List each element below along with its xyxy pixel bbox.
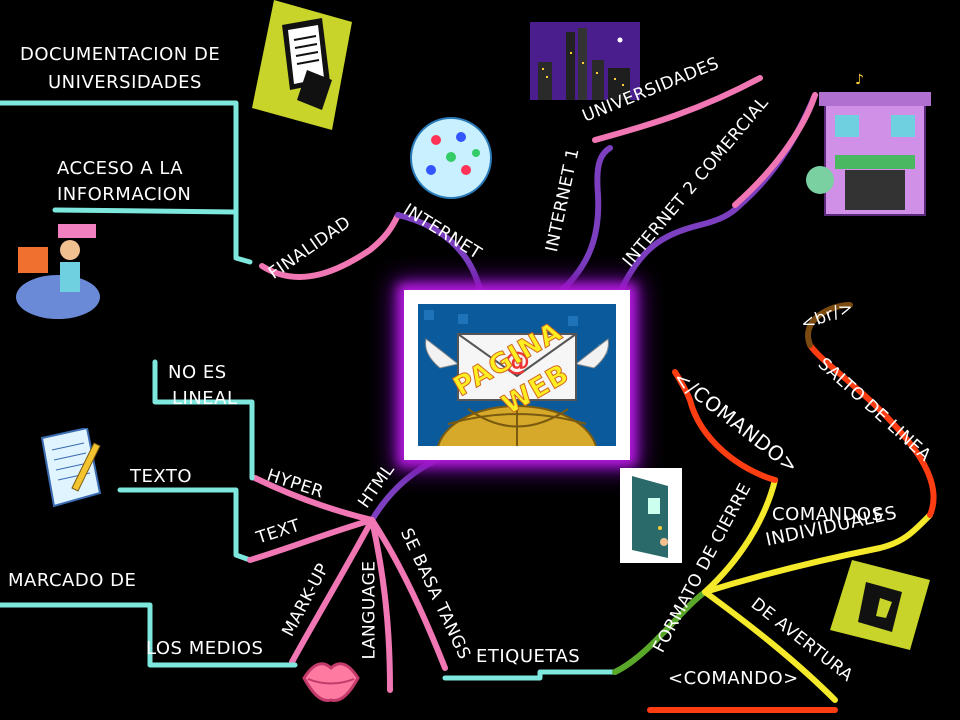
label-acceso-2: INFORMACION [57,184,192,205]
closed-door-clipart [830,560,930,650]
line-finalidad [259,212,401,280]
student-computer-clipart [16,224,100,319]
line-apertura [702,589,838,703]
line-comandos [702,512,933,595]
line-etiquetas [442,669,618,681]
label-los-medios: LOS MEDIOS [146,638,264,659]
lips-clipart [302,662,360,703]
center-web-page-image: @ PAGINA WEB [404,290,630,460]
globe-people-clipart [410,117,492,199]
line-sebasa [369,517,448,671]
label-documentacion-2: UNIVERSIDADES [48,72,202,93]
line-salto [807,342,937,518]
label-comandos-1: COMANDOS [772,504,884,525]
line-br [805,302,853,348]
line-language [369,517,393,693]
line-texto [117,487,253,563]
line-internet2-pink [732,92,818,208]
line-universidades [592,75,763,143]
documents-clipart [252,0,352,130]
city-skyline-clipart [530,22,640,100]
line-hyper [252,475,375,523]
label-noes-1: NO ES [168,362,227,383]
label-acceso-1: ACCESO A LA [57,158,184,179]
notepad-pencil-clipart [40,428,102,508]
label-etiquetas: ETIQUETAS [476,646,581,667]
line-formato [612,589,708,675]
label-apertura-cmd: <COMANDO> [668,668,799,689]
envelope-globe-icon: @ [418,304,616,446]
open-door-clipart [620,468,682,563]
line-noes [152,359,255,481]
line-marcado [0,602,298,668]
line-cierre [672,369,778,483]
line-markup [289,517,375,665]
label-texto: TEXTO [130,466,193,487]
label-marcado: MARCADO DE [8,570,137,591]
line-acceso [52,207,239,215]
label-language: LANGUAGE [359,560,380,660]
label-noes-2: LINEAL [172,388,238,409]
svg-text:@: @ [504,347,530,377]
line-text [247,517,375,563]
line-formato-yellow [702,477,778,595]
label-documentacion-1: DOCUMENTACION DE [20,44,221,65]
line-internet1 [557,145,613,295]
svg-text:♪: ♪ [855,72,864,88]
line-internet [395,212,483,293]
line-documentacion [0,100,253,265]
music-store-clipart: ♪ [806,72,931,216]
